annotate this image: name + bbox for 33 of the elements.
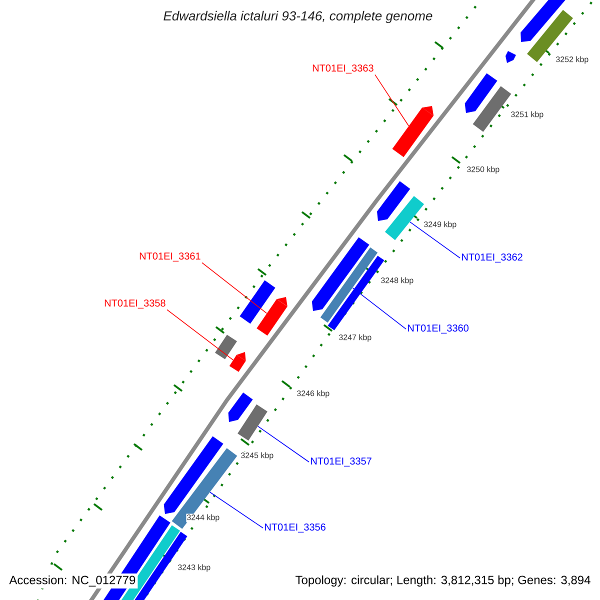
tick-label: 3247 kbp: [338, 334, 372, 342]
gene-label: NT01EI_3356: [265, 524, 326, 532]
gene-label: NT01EI_3360: [408, 324, 469, 334]
leader-line: [374, 74, 410, 126]
gene-label: NT01EI_3361: [140, 252, 200, 262]
tick-label: 3251 kbp: [510, 110, 544, 120]
tick-label: 3246 kbp: [296, 390, 330, 398]
gene-feature: [229, 352, 246, 372]
leader-line: [352, 287, 406, 330]
tick-label: 3249 kbp: [423, 220, 458, 230]
leader-line: [210, 492, 264, 528]
gene-feature: [172, 448, 238, 529]
leader-line: [166, 309, 234, 360]
tick-label: 3250 kbp: [466, 166, 500, 174]
gene-feature: [392, 106, 434, 158]
gene-label: NT01EI_3362: [462, 254, 522, 262]
tick-label: 3245 kbp: [240, 452, 274, 460]
leader-line: [258, 426, 310, 462]
tick-label: 3244 kbp: [186, 514, 220, 522]
tick-label: 3252 kbp: [555, 56, 590, 64]
gene-feature: [384, 196, 424, 240]
leader-line: [202, 262, 268, 314]
leader-line: [410, 222, 460, 258]
genome-info: Topology: circular; Length: 3,812,315 bp; Genes: 3,894: [293, 573, 593, 589]
gene-feature: [320, 247, 378, 323]
gene-label: NT01EI_3357: [311, 458, 372, 466]
accession-label: Accession: NC_012779: [7, 573, 138, 589]
tick-label: 3243 kbp: [177, 564, 212, 572]
gene-feature: [238, 404, 268, 441]
gene-feature: [256, 297, 288, 336]
gene-label: NT01EI_3363: [312, 64, 374, 74]
title: Edwardsiella ictaluri 93-146, complete genome: [164, 10, 432, 24]
gene-label: NT01EI_3358: [104, 300, 166, 308]
